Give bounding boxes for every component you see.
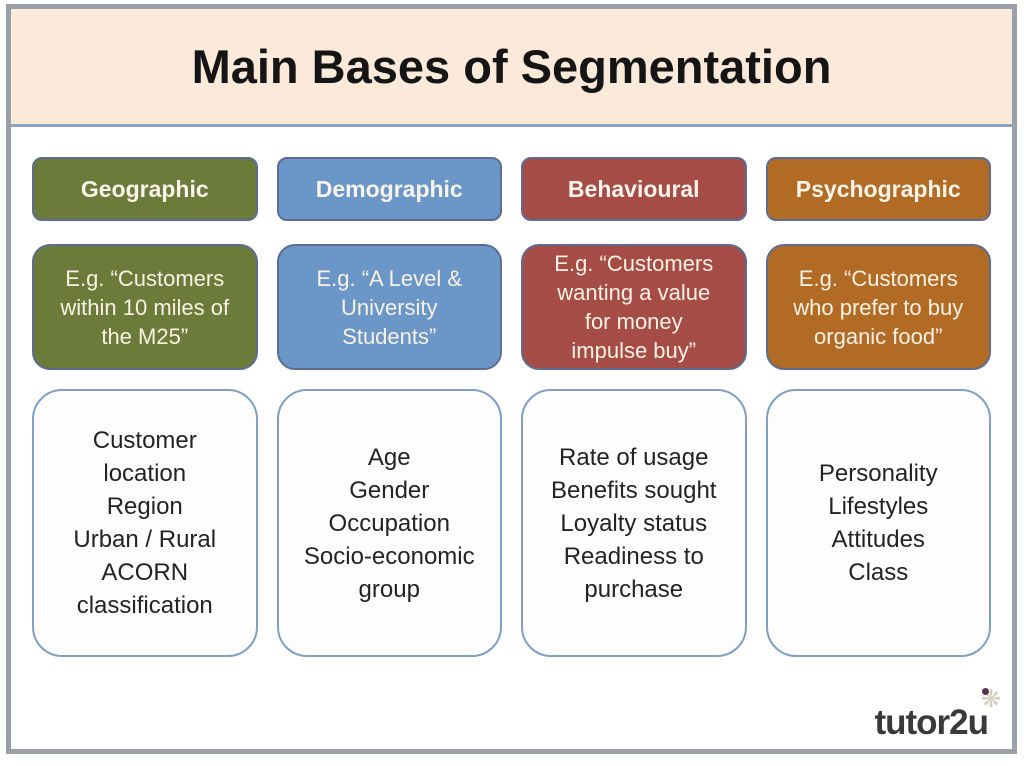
list-line: Age: [367, 443, 411, 471]
example-box-psychographic: E.g. “Customers who prefer to buy organic …: [765, 244, 991, 370]
list-line: Socio-economic: [303, 542, 475, 570]
segmentation-columns-grid: Geographic E.g. “Customers within 10 mile…: [11, 157, 1012, 657]
list-line: Students”: [342, 323, 437, 349]
list-line: Benefits sought: [551, 476, 717, 504]
list-line: Occupation: [328, 509, 450, 537]
list-line: organic food”: [814, 323, 943, 349]
list-line: location: [103, 460, 187, 487]
column-behavioural: Behavioural E.g. “Customers wanting a val…: [521, 157, 747, 657]
list-line: purchase: [584, 575, 684, 603]
logo-text-regular: tutor: [874, 703, 950, 742]
list-line: Rate of usage: [559, 443, 709, 471]
list-line: within 10 miles of: [60, 294, 230, 320]
category-pill-psychographic: Psychographic: [765, 157, 991, 221]
list-line: Loyalty status: [560, 509, 708, 537]
column-psychographic: Psychographic E.g. “Customers who prefer …: [765, 157, 991, 657]
list-line: group: [358, 575, 420, 603]
example-box-behavioural: E.g. “Customers wanting a value for money i…: [521, 244, 747, 370]
list-line: Readiness to: [563, 542, 704, 570]
title-banner: Main Bases of Segmentation: [11, 9, 1012, 127]
list-line: Personality: [818, 460, 938, 487]
list-line: Gender: [349, 476, 430, 504]
list-line: Class: [848, 559, 909, 586]
list-line: ACORN: [101, 559, 189, 586]
category-pill-geographic: Geographic: [32, 157, 258, 221]
list-line: Region: [106, 493, 183, 520]
list-line: Lifestyles: [828, 493, 929, 520]
list-line: the M25”: [101, 323, 189, 349]
flower-dot: [982, 688, 989, 695]
category-pill-behavioural: Behavioural: [521, 157, 747, 221]
list-line: for money: [584, 309, 683, 334]
list-line: E.g. “Customers: [65, 265, 225, 291]
list-line: E.g. “Customers: [554, 251, 714, 276]
tutor2u-logo: tutor2u ❋: [874, 688, 1001, 743]
list-line: Attitudes: [831, 526, 925, 553]
list-line: University: [340, 294, 438, 320]
list-line: wanting a value: [557, 280, 711, 305]
list-line: E.g. “A Level &: [316, 265, 463, 291]
flower-burst-icon: ❋: [981, 686, 1001, 713]
slide-frame: Main Bases of Segmentation Geographic E.…: [6, 4, 1017, 754]
example-box-geographic: E.g. “Customers within 10 miles of the M25…: [32, 244, 258, 370]
list-line: E.g. “Customers: [798, 265, 958, 291]
list-line: Urban / Rural: [73, 526, 217, 553]
list-line: Customer: [92, 427, 197, 454]
list-line: impulse buy”: [571, 338, 697, 363]
list-line: who prefer to buy: [793, 294, 964, 320]
list-line: classification: [76, 592, 213, 619]
column-geographic: Geographic E.g. “Customers within 10 mile…: [32, 157, 258, 657]
page-title: Main Bases of Segmentation: [191, 40, 832, 93]
category-pill-demographic: Demographic: [276, 157, 502, 221]
logo-text-bold: 2u: [949, 703, 989, 742]
